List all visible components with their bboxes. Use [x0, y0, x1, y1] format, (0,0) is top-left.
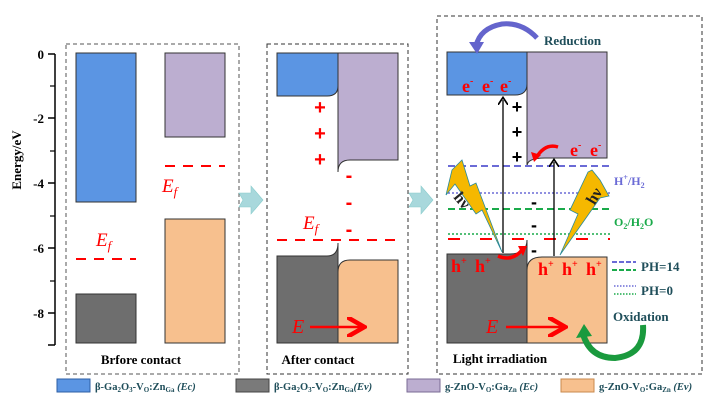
- legend-item: β-Ga2O3-VO:ZnGa(Ev): [274, 382, 372, 394]
- transfer-arrow-icon: [238, 185, 264, 215]
- tick-label: -6: [33, 241, 44, 256]
- positive-charge: +: [512, 122, 523, 142]
- zno-ec-band: [337, 52, 399, 173]
- zno-ec-band: [164, 52, 226, 138]
- field-label: E: [485, 316, 498, 338]
- ga2o3-ec-band: [276, 52, 339, 97]
- electron: e-: [500, 76, 511, 96]
- field-label: E: [291, 316, 304, 338]
- panel-title: After contact: [281, 352, 355, 367]
- legend-item: β-Ga2O3-VO:ZnGa (Ec): [95, 382, 196, 394]
- negative-charge: -: [531, 215, 537, 235]
- legend-swatch: [406, 378, 441, 393]
- photon-label: hν: [583, 185, 606, 207]
- hole-transfer-arrowhead: [518, 246, 527, 256]
- legend: β-Ga2O3-VO:ZnGa (Ec) β-Ga2O3-VO:ZnGa(Ev)…: [56, 378, 692, 394]
- oxidation-arrowhead: [576, 324, 592, 338]
- legend-item: g-ZnO-VO:GaZn (Ev): [599, 382, 692, 394]
- panel-title: Brfore contact: [101, 352, 182, 367]
- electron-transfer-arrowhead: [531, 152, 541, 162]
- zno-ev-band: [164, 218, 226, 344]
- electron: e-: [570, 140, 581, 160]
- ph14-label: PH=14: [641, 259, 680, 274]
- reduction-label: Reduction: [544, 33, 602, 48]
- tick-label: -8: [33, 306, 44, 321]
- ef-label: Ef: [302, 213, 321, 236]
- negative-charge: -: [346, 165, 353, 187]
- transfer-arrow-icon: [408, 185, 434, 215]
- oxidation-arrow: [580, 324, 647, 362]
- hole: h+: [586, 259, 602, 279]
- panel-after-contact: + + + - - - Ef E After contact: [266, 43, 409, 375]
- y-axis-label: Energy/eV: [9, 130, 24, 190]
- tick-label: 0: [38, 47, 45, 62]
- legend-item: g-ZnO-VO:GaZn (Ec): [445, 382, 538, 394]
- negative-charge: -: [531, 240, 537, 260]
- hole-transfer-arrow: [497, 248, 524, 260]
- photon-icon: [445, 159, 503, 253]
- legend-swatch: [560, 378, 595, 393]
- tick-label: -4: [33, 176, 44, 191]
- panel-title: Light irradiation: [453, 351, 548, 366]
- hole: h+: [562, 259, 578, 279]
- positive-charge: +: [512, 97, 523, 117]
- oxidation-label: Oxidation: [613, 309, 669, 324]
- panel-light-irradiation: hν hν e- e- e- e- e- h+ h+ h+ h+ h+ + + …: [436, 15, 703, 375]
- hole: h+: [475, 256, 491, 276]
- negative-charge: -: [346, 219, 353, 241]
- ph0-label: PH=0: [641, 283, 673, 298]
- hole: h+: [538, 259, 554, 279]
- positive-charge: +: [314, 123, 326, 145]
- reduction-arrowhead: [469, 42, 484, 54]
- ga2o3-ev-band: [75, 293, 137, 344]
- negative-charge: -: [531, 192, 537, 212]
- legend-swatch: [235, 378, 270, 393]
- electron: e-: [462, 76, 473, 96]
- reduction-arrow: [473, 21, 539, 47]
- electron: e-: [482, 76, 493, 96]
- zno-ev-band: [337, 259, 399, 344]
- positive-charge: +: [314, 97, 326, 119]
- ef-label: Ef: [95, 230, 114, 253]
- h-h2-label: H+/H2: [614, 173, 645, 190]
- legend-swatch: [56, 378, 91, 393]
- hole: h+: [451, 256, 467, 276]
- photon-icon: [559, 169, 610, 256]
- electron: e-: [590, 140, 601, 160]
- y-axis: 0 -2 -4 -6 -8 Energy/eV: [9, 47, 56, 346]
- ef-label: Ef: [161, 176, 180, 199]
- zno-ev-band: [526, 256, 608, 344]
- panel-before-contact: Ef Ef Brfore contact: [65, 43, 240, 375]
- o2-h2o-label: O2/H2O: [614, 215, 653, 231]
- ga2o3-ec-band: [75, 52, 137, 203]
- positive-charge: +: [314, 149, 326, 171]
- positive-charge: +: [512, 147, 523, 167]
- negative-charge: -: [346, 192, 353, 214]
- tick-label: -2: [33, 111, 44, 126]
